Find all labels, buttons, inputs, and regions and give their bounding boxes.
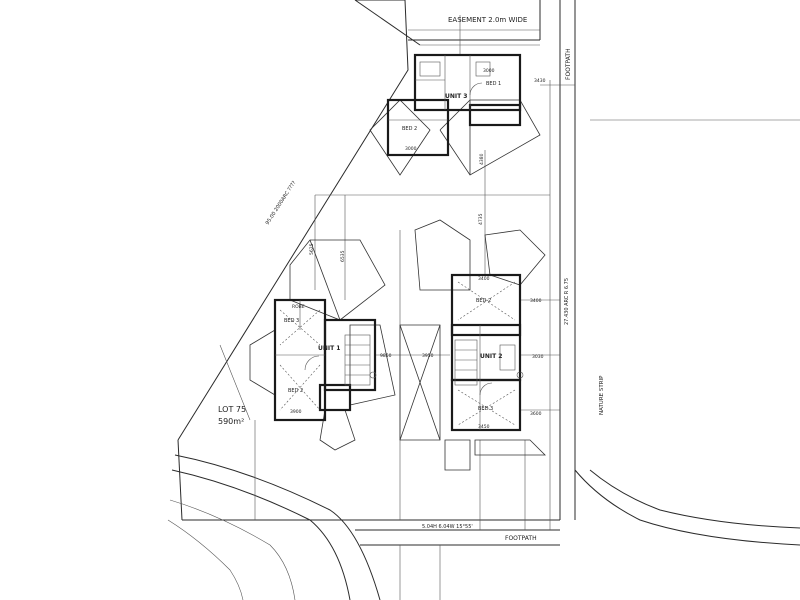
bottom-dims-label: 5.04H 6.04W 15°55' [422, 524, 473, 530]
lot-boundary [177, 0, 576, 521]
footpath-right-label: FOOTPATH [565, 48, 572, 80]
unit2-room-2: BED 3 [478, 406, 493, 412]
unit3-room-2: BED 2 [402, 126, 417, 132]
dimension-lines [219, 15, 575, 530]
unit3-dim-2: 3000 [483, 68, 495, 74]
meter-icon [516, 371, 524, 379]
meter-icon-2 [369, 371, 377, 379]
unit1-room-3: ROBE [292, 304, 305, 310]
unit1-room-1: BED 3 [284, 318, 299, 324]
unit1-plan [273, 298, 377, 422]
unit3-dim-1: 3000 [405, 146, 417, 152]
unit2-dim-3: 3400 [530, 298, 542, 304]
unit2-label: UNIT 2 [480, 353, 502, 360]
boundary-left-label: 95.00 2000ARC ???? [265, 180, 298, 226]
unit2-dim-5: 3030 [532, 354, 544, 360]
misc-dim-1: 4735 [478, 213, 484, 225]
road-curves [167, 119, 800, 600]
lot-area: 590m² [218, 417, 244, 426]
unit3-plan [386, 53, 522, 157]
unit2-room-1: BED 2 [476, 298, 491, 304]
misc-dim-3: 5625 [309, 243, 315, 255]
unit1-dim-2: 3900 [290, 409, 302, 415]
lot-number: LOT 75 [218, 405, 246, 414]
misc-dim-4: 4380 [479, 153, 485, 165]
unit2-dim-4: 3600 [530, 411, 542, 417]
street-arc-label: 27.430 ARC R 6.75 [564, 278, 570, 325]
unit1-room-2: BED 2 [288, 388, 303, 394]
unit1-dim-1: 9850 [380, 353, 392, 359]
unit1-label: UNIT 1 [318, 345, 340, 352]
misc-dim-5: 3950 [422, 353, 434, 359]
unit3-room-1: BED 1 [486, 81, 501, 87]
nature-strip-label: NATURE STRIP [599, 375, 605, 415]
unit3-label: UNIT 3 [445, 93, 467, 100]
misc-dim-2: 6535 [340, 250, 346, 262]
easement-label: EASEMENT 2.0m WIDE [448, 16, 527, 24]
unit2-dim-2: 3450 [478, 424, 490, 430]
unit2-plan [450, 273, 522, 432]
footpath-bottom-label: FOOTPATH [505, 535, 537, 542]
unit2-dim-1: 3400 [478, 276, 490, 282]
unit3-dim-3: 3430 [534, 78, 546, 84]
